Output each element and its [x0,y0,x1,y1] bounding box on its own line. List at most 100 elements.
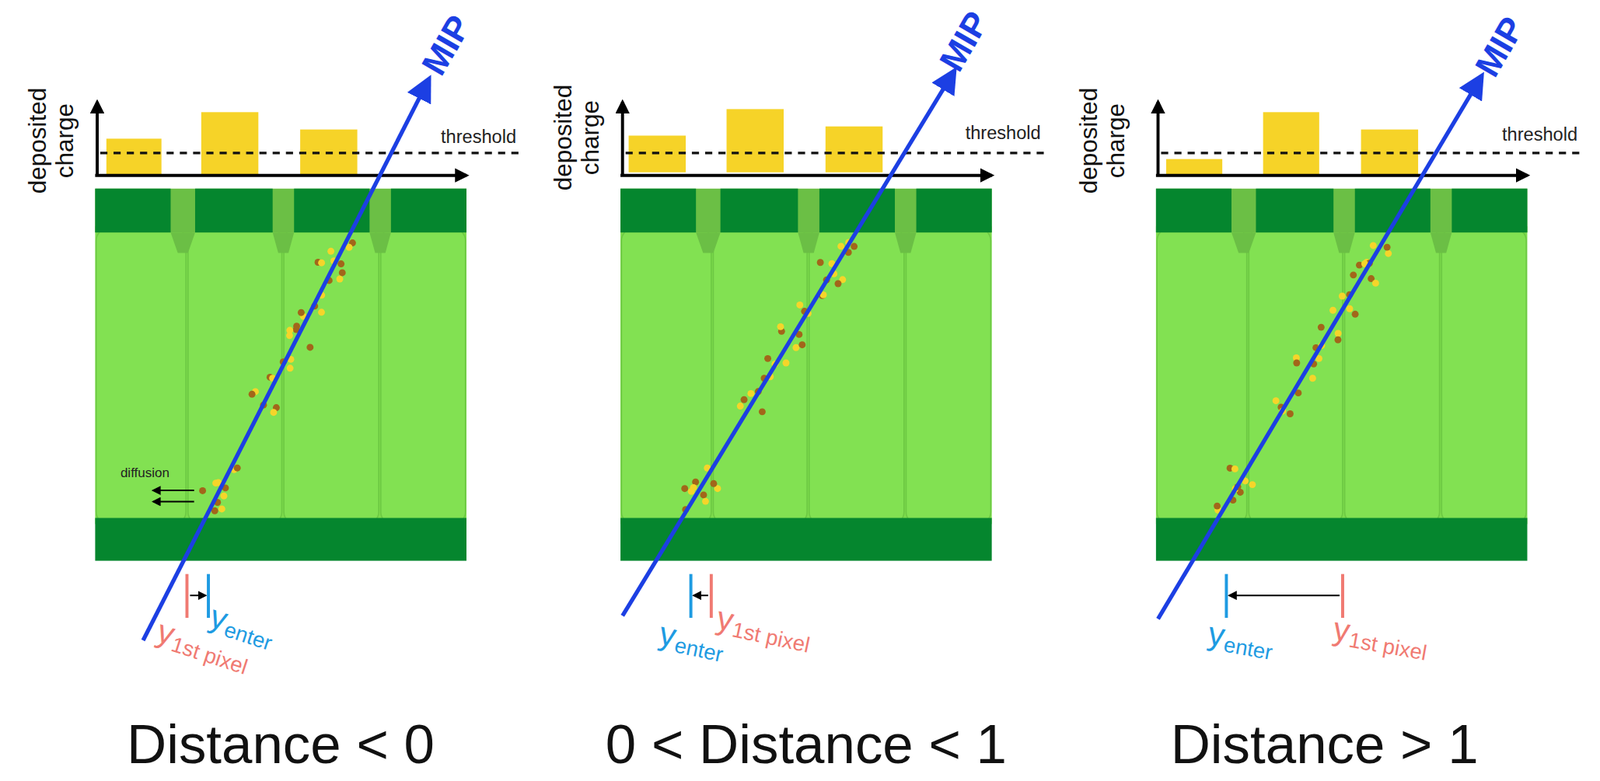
pixel-implant [819,188,895,233]
charge-bar [1263,111,1320,175]
charge-carrier [286,331,294,339]
charge-bar [1166,159,1223,176]
charge-carrier [327,248,335,256]
charge-carrier [1384,250,1392,258]
panel-caption: Distance < 0 [126,714,435,776]
charge-carrier [293,322,301,330]
pixel-gap [369,232,392,253]
pixel-cell [1156,228,1247,525]
sensor-panel [620,71,1046,619]
pixel-gap [170,232,195,253]
first-pixel-marker [185,574,189,619]
charge-carrier [1231,465,1239,473]
charge-carrier [798,341,806,349]
coordinate-subscript: enter [1222,634,1275,664]
charge-bar [726,108,784,172]
threshold-line [1160,151,1582,154]
first-pixel-marker [1341,574,1345,619]
charge-carrier [336,275,344,283]
pixel-cell [1344,228,1440,525]
charge-carrier [1334,330,1342,338]
pixel-gap [797,232,820,253]
particle-label: MIP [932,4,996,77]
pixel-cell [96,228,186,525]
coordinate-subscript: 1st pixel [730,619,812,657]
charge-carrier [317,308,325,316]
charge-carrier [234,464,242,472]
mip-track [143,79,429,641]
coordinate-subscript: enter [221,618,275,655]
axis-label: deposited charge [24,83,78,199]
pixel-implant [1156,188,1232,233]
charge-carrier [764,355,772,363]
diffusion-label: diffusion [120,466,170,482]
charge-carrier [1329,307,1337,315]
charge-carrier [297,309,305,317]
charge-carrier [850,243,858,251]
coordinate-subscript: 1st pixel [1347,628,1429,664]
enter-marker [206,574,210,619]
backside-band [1156,518,1528,562]
distance-arrow [694,594,709,597]
charge-bar [201,111,259,175]
pixel-implant [620,188,696,233]
pixel-cell [1248,228,1343,525]
sensor-panel [1156,76,1582,619]
coordinate-label: y1st pixel [1330,612,1431,665]
pixel-cell [188,228,283,525]
enter-marker [689,574,693,619]
charge-carrier [1272,397,1280,405]
charge-carrier [220,492,228,500]
threshold-label: threshold [440,126,517,147]
charge-carrier [286,364,294,372]
charge-carrier [1349,271,1357,279]
charge-carrier [1351,310,1359,318]
charge-carrier [1346,305,1354,313]
x-axis [1156,174,1528,178]
charge-bar [106,138,162,175]
charge-carrier [837,242,845,250]
y-axis [95,101,99,175]
charge-carrier [777,323,785,331]
charge-carrier [1334,336,1342,344]
enter-marker [1224,574,1228,619]
charge-carrier [1292,359,1300,367]
pixel-cell [380,228,466,525]
implant-band [1156,188,1528,233]
distance-arrow [189,594,206,597]
pixel-cell [621,228,711,525]
charge-carrier [338,269,346,277]
coordinate-subscript: enter [672,635,725,667]
pixel-gap [1231,232,1256,253]
charge-carrier [1248,481,1256,489]
y-axis [1156,101,1160,175]
x-axis [94,174,467,178]
charge-carrier [758,408,766,416]
charge-carrier [709,480,717,488]
diffusion-arrow [153,501,194,504]
charge-carrier [1286,410,1294,418]
charge-carrier [681,485,689,493]
threshold-line [100,151,521,154]
charge-carrier [337,260,345,268]
first-pixel-marker [709,574,713,619]
charge-carrier [1317,324,1325,332]
x-axis [620,174,993,178]
charge-carrier [702,498,710,506]
y-axis [621,101,625,175]
mip-track [622,71,954,617]
pixel-cell [1441,228,1527,525]
charge-carrier [248,391,256,399]
charge-carrier [1369,241,1377,249]
implant-band [620,188,993,233]
charge-bar [825,126,883,173]
charge-carrier [199,487,207,495]
charge-carrier [792,344,800,352]
charge-carrier [747,390,755,398]
threshold-label: threshold [965,122,1042,144]
charge-carrier [1372,279,1380,287]
particle-label: MIP [1467,10,1532,84]
pixel-gap [1333,232,1356,253]
charge-carrier [834,280,842,288]
charge-carrier [700,491,708,499]
